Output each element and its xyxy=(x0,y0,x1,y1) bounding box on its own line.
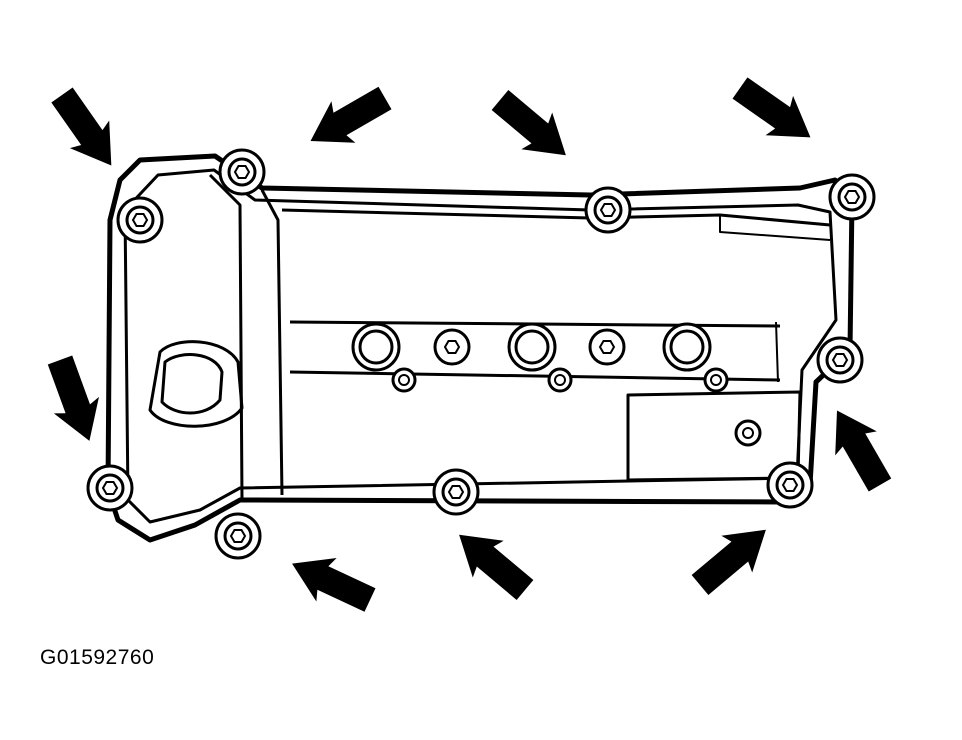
center-stud xyxy=(433,328,471,366)
small-fastener xyxy=(734,419,762,447)
valve-cover-outline xyxy=(105,153,855,543)
cover-bolts xyxy=(86,148,876,560)
callout-arrow xyxy=(816,398,901,497)
callout-arrow xyxy=(281,541,381,622)
callout-arrow xyxy=(726,68,825,157)
callout-arrow xyxy=(443,516,541,609)
small-fastener xyxy=(547,367,573,393)
small-fastener xyxy=(703,367,729,393)
small-fastener xyxy=(391,367,417,393)
callout-arrow xyxy=(42,81,131,180)
spark-plug-well xyxy=(351,322,401,372)
spark-plug-well xyxy=(507,322,557,372)
bolt xyxy=(86,464,134,512)
callout-arrow xyxy=(37,351,112,450)
bolt xyxy=(828,173,876,221)
callout-arrow xyxy=(298,77,397,162)
callout-arrow xyxy=(484,81,582,174)
bolt xyxy=(584,186,632,234)
bolt xyxy=(816,336,864,384)
callout-arrow xyxy=(684,511,782,604)
bolt xyxy=(214,512,262,560)
center-stud xyxy=(588,328,626,366)
spark-plug-well xyxy=(662,322,712,372)
bolt xyxy=(116,196,164,244)
figure-code: G01592760 xyxy=(40,646,155,669)
bolt xyxy=(432,468,480,516)
spark-plug-wells xyxy=(351,322,762,447)
bolt xyxy=(766,461,814,509)
bolt xyxy=(218,148,266,196)
